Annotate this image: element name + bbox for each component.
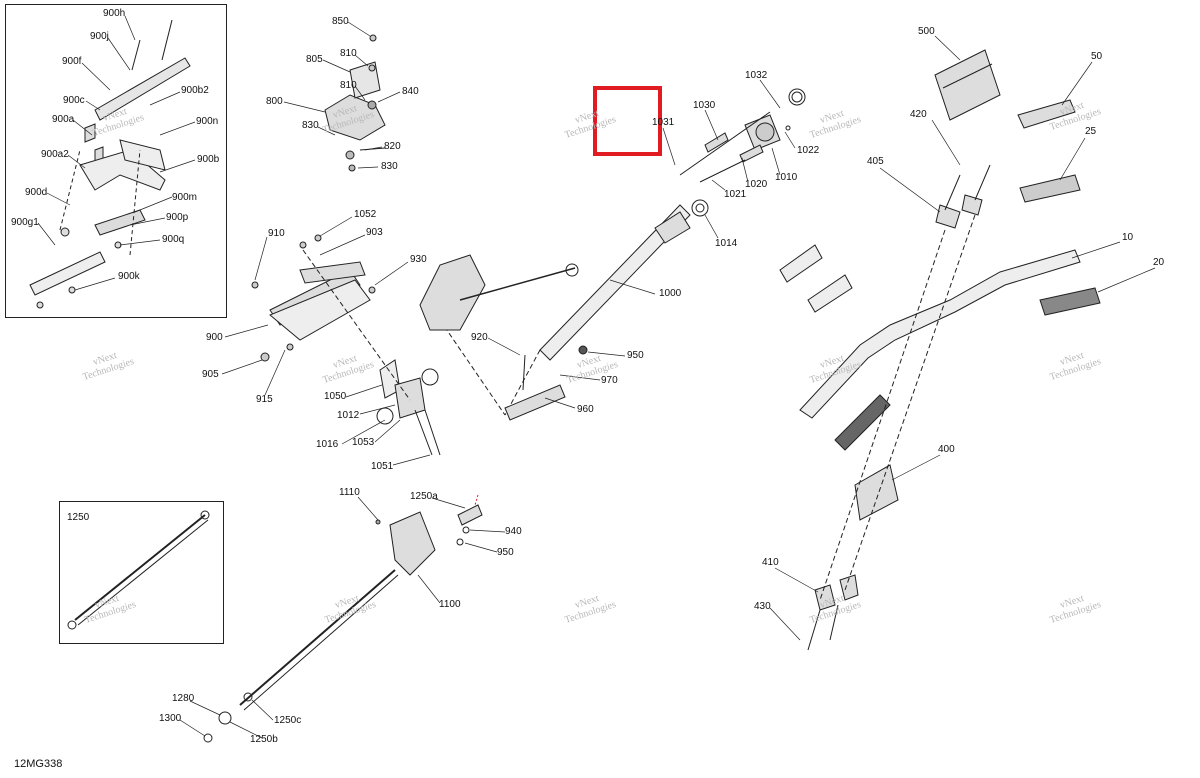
callout-label: 900j — [90, 31, 109, 42]
callout-label: 810 — [340, 80, 357, 91]
callout-label: 1100 — [439, 599, 461, 610]
callout-label: 950 — [627, 350, 644, 361]
callout-label: 970 — [601, 375, 618, 386]
steering-column-1000-parts — [439, 88, 806, 416]
callout-label: 50 — [1091, 51, 1103, 62]
callout-label: 1250c — [274, 715, 302, 726]
callout-label: 1020 — [745, 179, 768, 190]
inset-1250-frame — [59, 501, 224, 644]
callout-label: 903 — [366, 227, 383, 238]
callout-label: 10 — [1122, 232, 1134, 243]
callout-label: 920 — [471, 332, 488, 343]
callout-label: 400 — [938, 444, 955, 455]
callout-label: 900a — [52, 114, 75, 125]
callout-label: 940 — [505, 526, 522, 537]
callout-label: 910 — [268, 228, 285, 239]
callout-label: 1250b — [250, 734, 278, 745]
callout-label: 900b2 — [181, 85, 209, 96]
callout-label: 1052 — [354, 209, 377, 220]
callout-label: 1050 — [324, 391, 347, 402]
callout-label: 1022 — [797, 145, 820, 156]
callout-label: 1000 — [659, 288, 682, 299]
callout-label: 410 — [762, 557, 779, 568]
callout-label: 1110 — [339, 487, 360, 498]
callout-label: 900b — [197, 154, 220, 165]
callout-label: 950 — [497, 547, 514, 558]
callout-label: 20 — [1153, 257, 1165, 268]
callout-label: 840 — [402, 86, 419, 97]
callout-label: 1012 — [337, 410, 360, 421]
callout-label: 900q — [162, 234, 185, 245]
callout-label: 1250a — [410, 491, 438, 502]
callout-label: 900k — [118, 271, 140, 282]
callout-label: 1051 — [371, 461, 394, 472]
callout-label: 830 — [381, 161, 398, 172]
callout-label: 810 — [340, 48, 357, 59]
callout-label: 900p — [166, 212, 189, 223]
callout-label: 905 — [202, 369, 219, 380]
callout-label: 1032 — [745, 70, 768, 81]
inset-900-frame — [5, 4, 227, 318]
callout-label: 900a2 — [41, 149, 69, 160]
callout-label: 900f — [62, 56, 82, 67]
callout-label: 1030 — [693, 100, 716, 111]
callout-label: 1300 — [159, 713, 182, 724]
callout-label: 1010 — [775, 172, 798, 183]
steering-support-900-parts — [251, 234, 588, 456]
callout-label: 900h — [103, 8, 126, 19]
callout-label: 900c — [63, 95, 85, 106]
callout-label: 930 — [410, 254, 427, 265]
callout-label: 405 — [867, 156, 884, 167]
callout-label: 805 — [306, 54, 323, 65]
callout-label: 1016 — [316, 439, 339, 450]
callout-label: 900g1 — [11, 217, 39, 228]
callout-label: 850 — [332, 16, 349, 27]
callout-label: 420 — [910, 109, 927, 120]
highlight-box — [593, 86, 662, 156]
callout-label: 1280 — [172, 693, 195, 704]
callout-label: 430 — [754, 601, 771, 612]
callout-label: 900d — [25, 187, 48, 198]
callout-label: 900 — [206, 332, 223, 343]
callout-label: 900m — [172, 192, 198, 203]
tie-rod-1100-parts — [203, 494, 483, 743]
callout-label: 960 — [577, 404, 594, 415]
callout-label: 915 — [256, 394, 273, 405]
callout-label: 820 — [384, 141, 401, 152]
callout-label: 25 — [1085, 126, 1097, 137]
callout-label: 830 — [302, 120, 319, 131]
tie-rod-1250-part — [67, 510, 210, 630]
callout-label: 900n — [196, 116, 219, 127]
callout-label: 1021 — [724, 189, 747, 200]
callout-label: 1031 — [652, 117, 675, 128]
callout-label: 1250 — [67, 512, 90, 523]
callout-label: 500 — [918, 26, 935, 37]
callout-label: 800 — [266, 96, 283, 107]
figure-code: 12MG338 — [14, 758, 63, 770]
callout-label: 1053 — [352, 437, 375, 448]
handlebar-riser-parts — [779, 49, 1101, 651]
callout-label: 1014 — [715, 238, 738, 249]
